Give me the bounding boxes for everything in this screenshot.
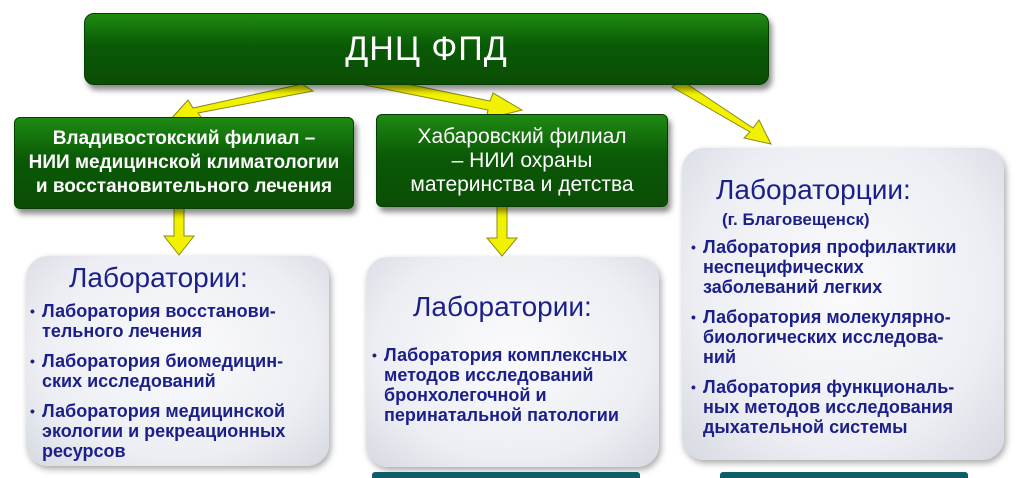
lab-item: Лаборатория биомедицин- ских исследовани… — [30, 351, 326, 391]
top-organization-label: ДНЦ ФПД — [345, 29, 508, 68]
vladivostok-branch-box: Владивостокский филиал – НИИ медицинской… — [14, 117, 354, 209]
labs-panel-title: Лабораторции: — [716, 174, 911, 205]
cropped-panel-edge — [720, 472, 968, 478]
lab-item: Лаборатория медицинской экологии и рекре… — [30, 401, 326, 461]
khabarovsk-branch-label: Хабаровский филиал – НИИ охраны материнс… — [410, 124, 634, 196]
lab-item: Лаборатория молекулярно- биологических и… — [691, 307, 1001, 367]
labs-panel-title: Лаборатории: — [413, 291, 592, 322]
khabarovsk-branch-box: Хабаровский филиал – НИИ охраны материнс… — [376, 114, 668, 207]
lab-item: Лаборатория профилактики неспецифических… — [691, 237, 1001, 297]
arrow-vladivostok-to-labs — [162, 207, 196, 256]
labs-list: Лаборатория восстанови- тельного лечения… — [30, 301, 326, 466]
lab-item: Лаборатория восстанови- тельного лечения — [30, 301, 326, 341]
labs-list: Лаборатория комплексных методов исследов… — [372, 345, 658, 435]
vladivostok-branch-label: Владивостокский филиал – НИИ медицинской… — [28, 128, 340, 197]
arrow-top-to-blagoveshchensk — [671, 79, 772, 145]
labs-panel-subtitle: (г. Благовещенск) — [722, 210, 870, 229]
top-organization-box: ДНЦ ФПД — [84, 13, 769, 85]
cropped-panel-edge — [372, 472, 640, 478]
lab-item: Лаборатория комплексных методов исследов… — [372, 345, 658, 425]
arrow-top-to-vladivostok — [169, 83, 315, 122]
blagoveshchensk-labs-panel: Лабораторции: (г. Благовещенск) Лаборато… — [682, 148, 1004, 460]
labs-panel-title: Лаборатории: — [69, 262, 248, 293]
lab-item: Лаборатория функциональ- ных методов исс… — [691, 377, 1001, 437]
arrow-khabarovsk-to-labs — [485, 205, 519, 257]
labs-list: Лаборатория профилактики неспецифических… — [691, 237, 1001, 447]
khabarovsk-labs-panel: Лаборатории: Лаборатория комплексных мет… — [366, 257, 659, 467]
vladivostok-labs-panel: Лаборатории: Лаборатория восстанови- тел… — [26, 256, 329, 466]
